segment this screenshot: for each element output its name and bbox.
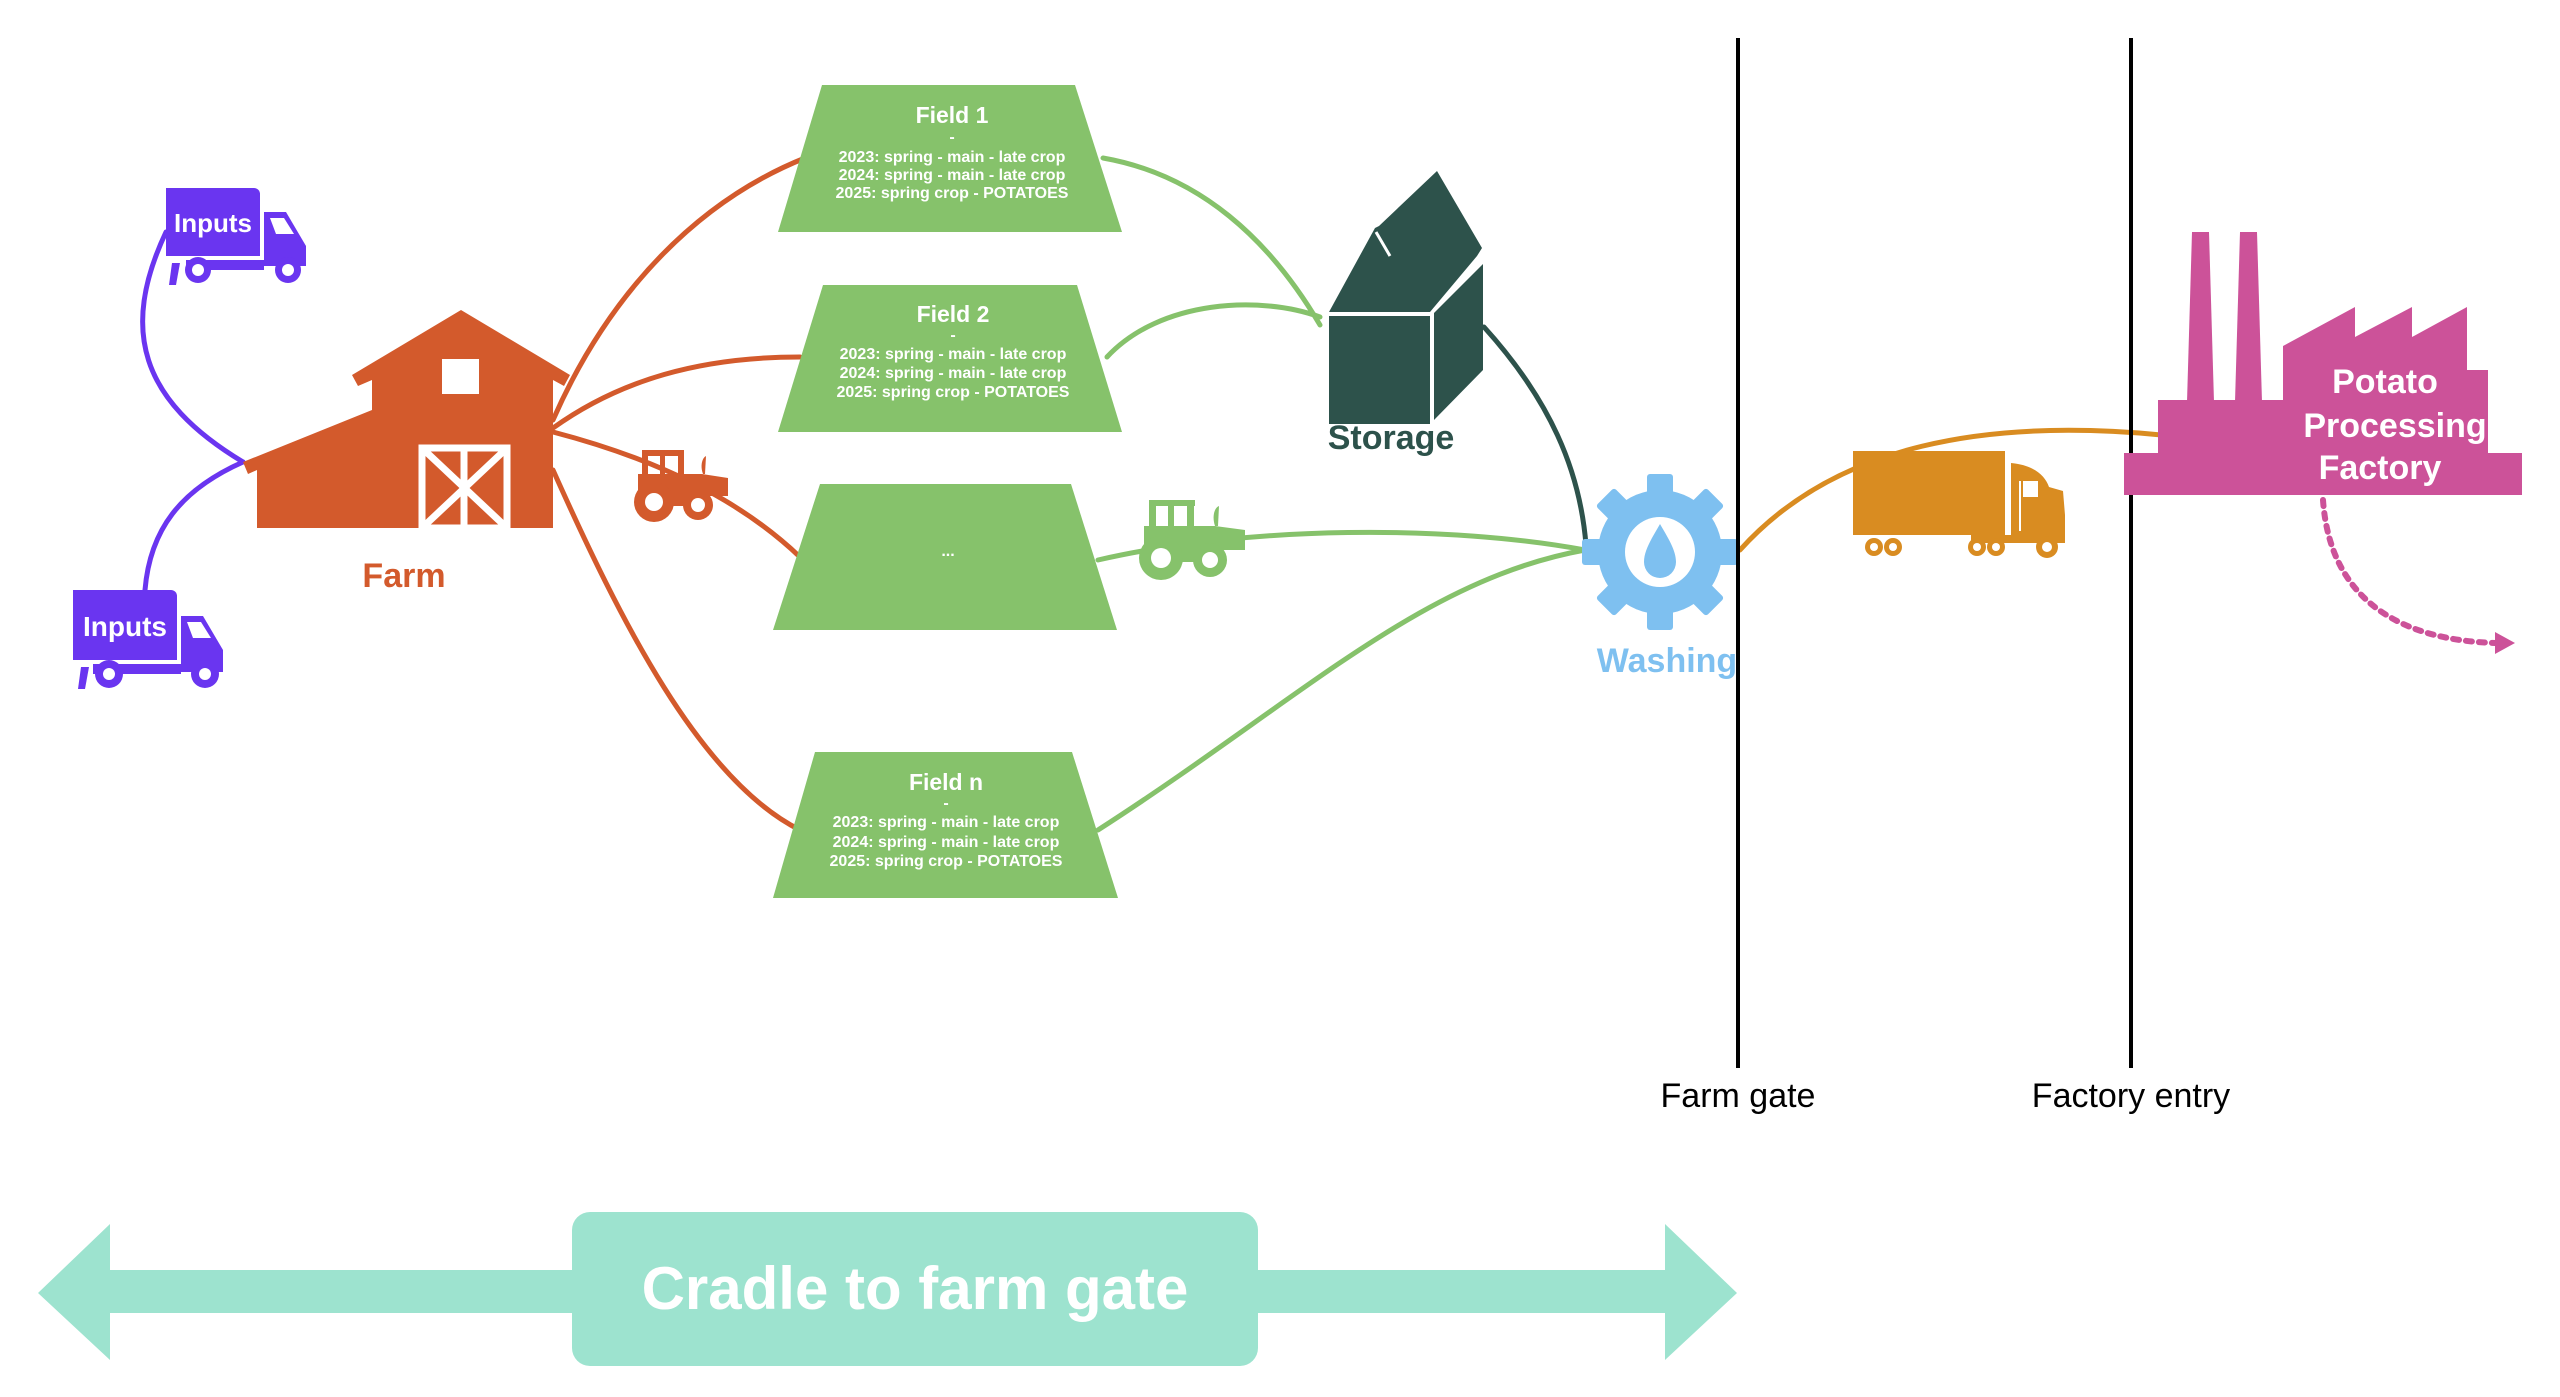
- factory-label-line: Factory: [2319, 449, 2442, 487]
- field-rotation-line: 2023: spring - main - late crop: [839, 149, 1066, 166]
- connector-field2-storage: [1104, 302, 1323, 360]
- field-shape: [773, 484, 1117, 630]
- field-shape: [778, 285, 1122, 432]
- barn-door: [418, 444, 511, 532]
- field-rotation-line: 2024: spring - main - late crop: [839, 167, 1066, 184]
- factory-icon: [2124, 232, 2522, 495]
- scope-label: Cradle to farm gate: [642, 1255, 1189, 1322]
- gear-water-drop-icon: [1582, 474, 1738, 630]
- inputs-truck-2: Inputs: [73, 590, 223, 689]
- storage-box-icon: [1329, 171, 1483, 424]
- factory-label-line: Potato: [2332, 363, 2438, 401]
- field-rotation-line: 2024: spring - main - late crop: [833, 834, 1060, 851]
- connector-inputs1-farm: [140, 229, 246, 465]
- connector-farm-field1: [550, 155, 808, 423]
- field-n: Field n - 2023: spring - main - late cro…: [773, 752, 1118, 898]
- field-title: Field n: [909, 769, 983, 795]
- washing-label: Washing: [1597, 642, 1737, 680]
- delivery-truck-icon: [166, 188, 306, 285]
- field-rotation-line: 2023: spring - main - late crop: [833, 814, 1060, 831]
- inputs-truck-1: Inputs: [166, 188, 306, 285]
- field-title: ...: [941, 543, 954, 560]
- connector-farm-fieldn: [550, 467, 803, 833]
- farm-node: Farm: [243, 310, 570, 595]
- connector-fieldn-washing: [1095, 547, 1588, 833]
- factory-entry-boundary: Factory entry: [2032, 38, 2230, 1115]
- connector-inputs2-farm: [142, 459, 246, 593]
- farm-gate-boundary: Farm gate: [1661, 38, 1816, 1115]
- field-rotation-line: 2025: spring crop - POTATOES: [836, 185, 1069, 202]
- field-1: Field 1 - 2023: spring - main - late cro…: [778, 85, 1122, 232]
- factory-entry-label: Factory entry: [2032, 1077, 2230, 1115]
- output-arrowhead-icon: [2495, 632, 2515, 654]
- field-rotation-line: 2025: spring crop - POTATOES: [830, 853, 1063, 870]
- field-rotation-line: 2023: spring - main - late crop: [840, 346, 1067, 363]
- field-rotation-line: 2025: spring crop - POTATOES: [837, 384, 1070, 401]
- field-title: Field 2: [917, 301, 990, 327]
- storage-label: Storage: [1328, 419, 1455, 457]
- field-separator: -: [943, 795, 948, 812]
- delivery-truck-icon: [73, 590, 223, 689]
- connector-washing-factory: [1737, 427, 2208, 553]
- field-rotation-line: 2024: spring - main - late crop: [840, 365, 1067, 382]
- connector-storage-washing: [1481, 324, 1589, 548]
- field-shape: [773, 752, 1118, 898]
- inputs-truck-label: Inputs: [174, 208, 252, 238]
- barn-window: [442, 359, 479, 394]
- field-title: Field 1: [916, 102, 989, 128]
- scope-label-box: [572, 1212, 1258, 1366]
- storage-node: Storage: [1328, 171, 1483, 457]
- field-more: ...: [773, 484, 1117, 630]
- factory-label-line: Processing: [2303, 407, 2486, 445]
- barn-icon: [243, 310, 570, 528]
- field-shape: [778, 85, 1122, 232]
- connector-field1-storage: [1100, 155, 1323, 328]
- field-separator: -: [949, 129, 954, 146]
- tractor-icon: [1139, 500, 1245, 580]
- factory-node: Potato Processing Factory: [2124, 232, 2522, 495]
- connector-farm-field2: [550, 354, 803, 431]
- field-2: Field 2 - 2023: spring - main - late cro…: [778, 285, 1122, 432]
- washing-node: Washing: [1582, 474, 1738, 680]
- tractor-icon: [634, 450, 728, 522]
- field-separator: -: [950, 327, 955, 344]
- scope-arrow: Cradle to farm gate: [38, 1212, 1737, 1366]
- semi-truck-icon: [1853, 451, 2065, 558]
- farm-gate-label: Farm gate: [1661, 1077, 1816, 1115]
- connector-factory-output: [2320, 497, 2498, 646]
- farm-label: Farm: [362, 557, 445, 595]
- inputs-truck-label: Inputs: [83, 611, 167, 642]
